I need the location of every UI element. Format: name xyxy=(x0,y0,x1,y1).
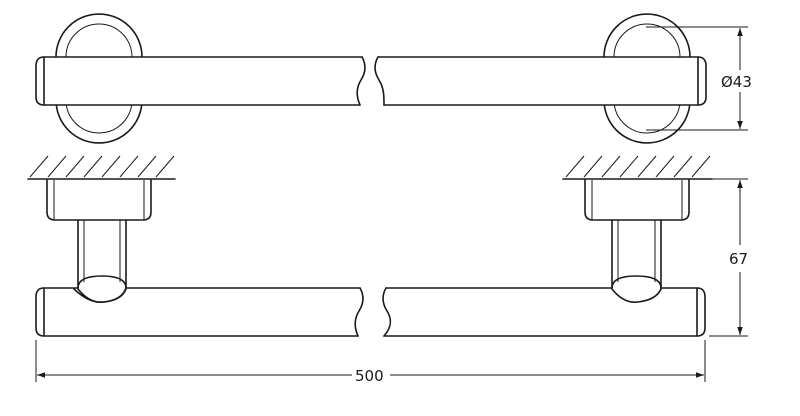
side-bar-left-segment xyxy=(35,287,364,337)
diameter-label: Ø43 xyxy=(721,73,752,91)
right-mount-disc-top xyxy=(603,13,691,58)
right-mount-disc-bottom xyxy=(603,99,691,144)
left-mount-disc-bottom xyxy=(55,99,143,144)
left-mount-side xyxy=(46,179,152,304)
length-label: 500 xyxy=(355,367,384,385)
top-view xyxy=(35,13,707,144)
height-dimension: 67 xyxy=(700,178,748,337)
length-dimension: 500 xyxy=(35,340,706,385)
right-mount-side xyxy=(584,179,690,289)
height-label: 67 xyxy=(729,250,748,268)
side-bar-right-segment xyxy=(382,287,706,337)
diameter-dimension: Ø43 xyxy=(646,26,752,131)
left-mount-disc-top xyxy=(55,13,143,58)
top-bar-left-segment xyxy=(35,56,363,106)
right-wall-hatching xyxy=(562,155,713,180)
left-wall-hatching xyxy=(27,155,176,180)
top-bar-right-segment xyxy=(377,56,707,106)
